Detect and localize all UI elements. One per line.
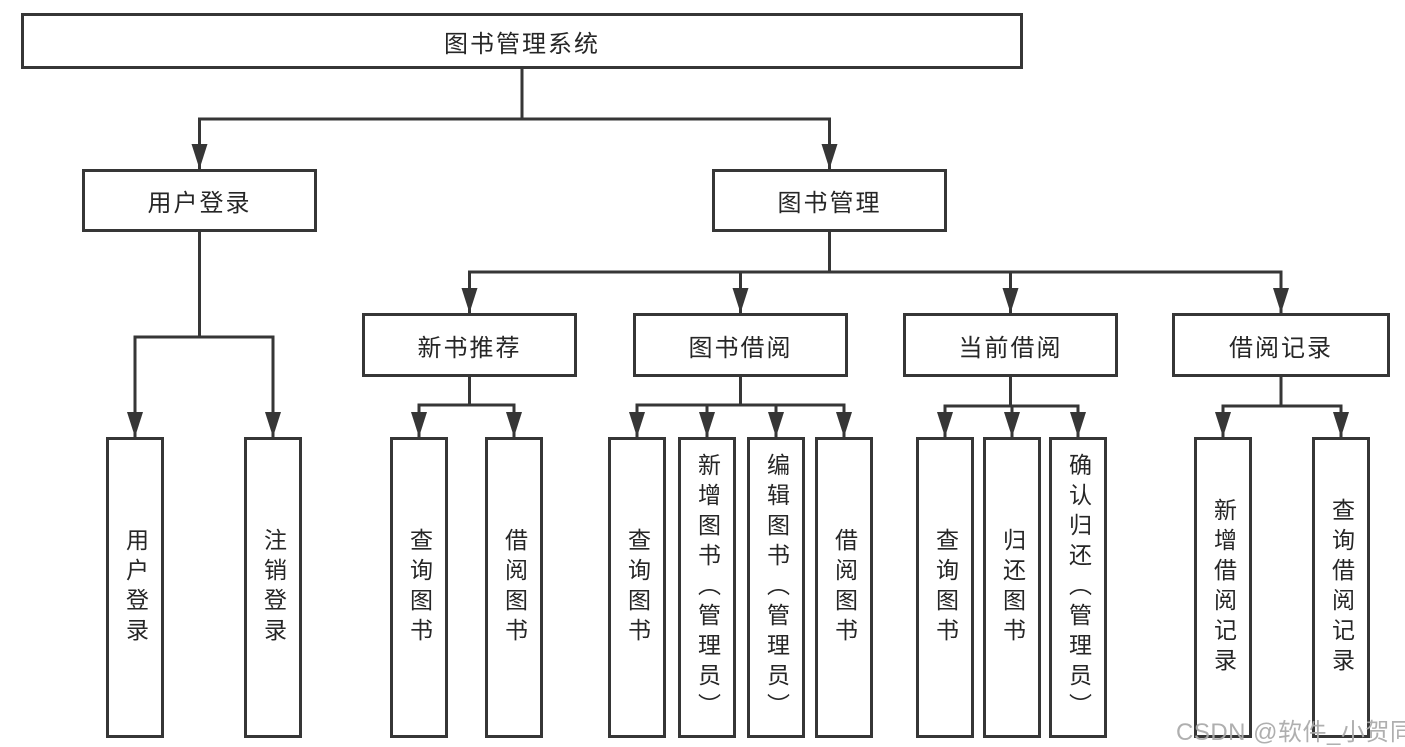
leaf-user-login: 用户登录 [106,437,164,738]
node-user-login: 用户登录 [82,169,317,232]
node-current-borrowing: 当前借阅 [903,313,1118,377]
leaf-edit-books-admin: 编辑图书（管理员） [747,437,805,738]
leaf-return-books: 归还图书 [983,437,1041,738]
node-library-management-system: 图书管理系统 [21,13,1023,69]
leaf-confirm-return-admin: 确认归还（管理员） [1049,437,1107,738]
leaf-query-books-recommend: 查询图书 [390,437,448,738]
watermark: CSDN @软件_小贺同学 [1176,719,1405,746]
leaf-add-borrow-record: 新增借阅记录 [1194,437,1252,738]
node-borrowing-records: 借阅记录 [1172,313,1390,377]
node-book-management: 图书管理 [712,169,947,232]
leaf-logout: 注销登录 [244,437,302,738]
leaf-add-books-admin: 新增图书（管理员） [678,437,736,738]
node-new-book-recommendation: 新书推荐 [362,313,577,377]
leaf-borrow-books-recommend: 借阅图书 [485,437,543,738]
leaf-query-borrow-record: 查询借阅记录 [1312,437,1370,738]
node-book-borrowing: 图书借阅 [633,313,848,377]
leaf-borrow-books: 借阅图书 [815,437,873,738]
leaf-query-books-borrowing: 查询图书 [608,437,666,738]
leaf-query-books-current: 查询图书 [916,437,974,738]
